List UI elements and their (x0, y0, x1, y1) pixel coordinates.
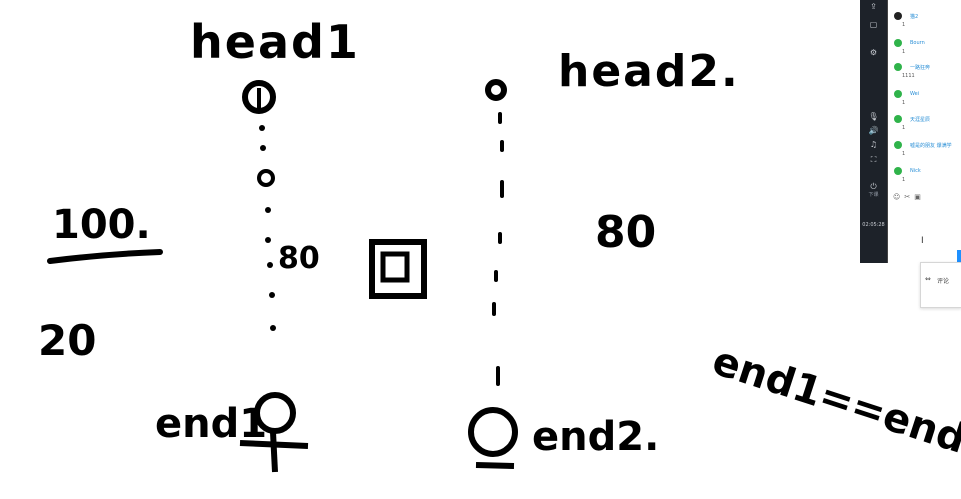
label-80-list1: 80 (278, 241, 320, 276)
chat-message: 嘘是的朋友 爆满学 1 (894, 141, 961, 157)
list2-head-node (485, 79, 507, 101)
sidebar-fullscreen[interactable]: ⛶ (860, 155, 887, 165)
sidebar-screen[interactable]: ▢ (860, 20, 887, 30)
chat-username[interactable]: Nick (910, 168, 921, 174)
chat-message: Bourn 1 (894, 39, 961, 55)
music-icon: ♫ (869, 140, 878, 149)
label-100: 100. (52, 202, 151, 248)
power-icon: ⏻ (870, 182, 877, 191)
avatar[interactable] (894, 115, 902, 123)
screen-icon: ▢ (869, 20, 878, 29)
list1-end-node (239, 392, 309, 473)
chat-text: 1 (902, 22, 906, 28)
chat-message: 天涯星辰 1 (894, 115, 961, 131)
end-class-button[interactable]: ⏻ 下课 (860, 182, 887, 198)
chat-username[interactable]: Bourn (910, 40, 925, 46)
list1-head-node (242, 80, 276, 114)
chat-text: 1 (902, 151, 906, 157)
sidebar-settings[interactable]: ⚙ (860, 48, 887, 58)
side-tab-handle[interactable] (957, 250, 961, 262)
chat-text: 1 (902, 177, 906, 183)
list2-dotted-path (492, 112, 504, 386)
underline-100 (47, 249, 163, 264)
share-icon: ⇪ (870, 2, 877, 11)
equation-end1-equals-end2: end1==end2 (707, 338, 961, 472)
label-80-list2: 80 (595, 207, 656, 258)
chat-message: Wei 1 (894, 90, 961, 106)
label-end1: end1 (155, 401, 267, 447)
sidebar-mic[interactable]: 🎙 (860, 112, 887, 122)
text-cursor-icon: I (921, 236, 924, 246)
sidebar-share[interactable]: ⇪ (860, 2, 887, 12)
avatar[interactable] (894, 63, 902, 71)
gear-icon: ⚙ (869, 48, 878, 57)
avatar[interactable] (894, 90, 902, 98)
chat-text: 1 (902, 49, 906, 55)
chat-toolbar: ☺✂▣ (893, 193, 925, 201)
end-class-label: 下课 (868, 192, 879, 198)
chat-username[interactable]: Wei (910, 91, 920, 97)
chat-text: 1 (902, 125, 906, 131)
volume-icon: 🔊 (868, 126, 879, 135)
chat-message: 一路狂奔 1111 (894, 63, 961, 79)
emoji-icon[interactable]: ☺ (893, 193, 905, 201)
list1-dotted-path (257, 125, 276, 331)
avatar[interactable] (894, 167, 902, 175)
chat-username[interactable]: 猫2 (910, 14, 919, 20)
comment-icon: ⇔ (925, 275, 931, 283)
chat-text: 1111 (902, 73, 915, 79)
avatar[interactable] (894, 39, 902, 47)
label-20: 20 (38, 316, 96, 365)
label-head1: head1 (190, 15, 360, 69)
comment-label: 评论 (937, 278, 950, 285)
intersection-node (369, 239, 427, 299)
sidebar-music[interactable]: ♫ (860, 140, 887, 150)
classroom-sidebar: ⇪ ▢ ⚙ 🎙 🔊 ♫ ⛶ ⏻ 下课 (860, 0, 888, 263)
list2-end-node (468, 407, 518, 469)
avatar[interactable] (894, 141, 902, 149)
chat-panel: 猫2 1 Bourn 1 一路狂奔 1111 Wei 1 天涯星辰 1 嘘是的朋… (888, 0, 961, 205)
fullscreen-icon: ⛶ (870, 155, 877, 164)
chat-username[interactable]: 天涯星辰 (910, 117, 931, 123)
chat-username[interactable]: 嘘是的朋友 爆满学 (910, 143, 952, 149)
chat-username[interactable]: 一路狂奔 (910, 65, 931, 71)
label-end2: end2. (532, 414, 659, 460)
chat-message: Nick 1 (894, 167, 961, 183)
image-icon[interactable]: ▣ (914, 193, 925, 201)
scissors-icon[interactable]: ✂ (904, 193, 915, 201)
comment-popup[interactable]: ⇔ 评论 (920, 262, 961, 308)
label-head2: head2. (558, 46, 740, 97)
chat-text: 1 (902, 100, 906, 106)
class-timer: 02:05:28 (862, 222, 885, 228)
chat-message: 猫2 1 (894, 12, 961, 28)
avatar[interactable] (894, 12, 902, 20)
sidebar-volume[interactable]: 🔊 (860, 126, 887, 136)
mic-icon: 🎙 (868, 112, 879, 121)
